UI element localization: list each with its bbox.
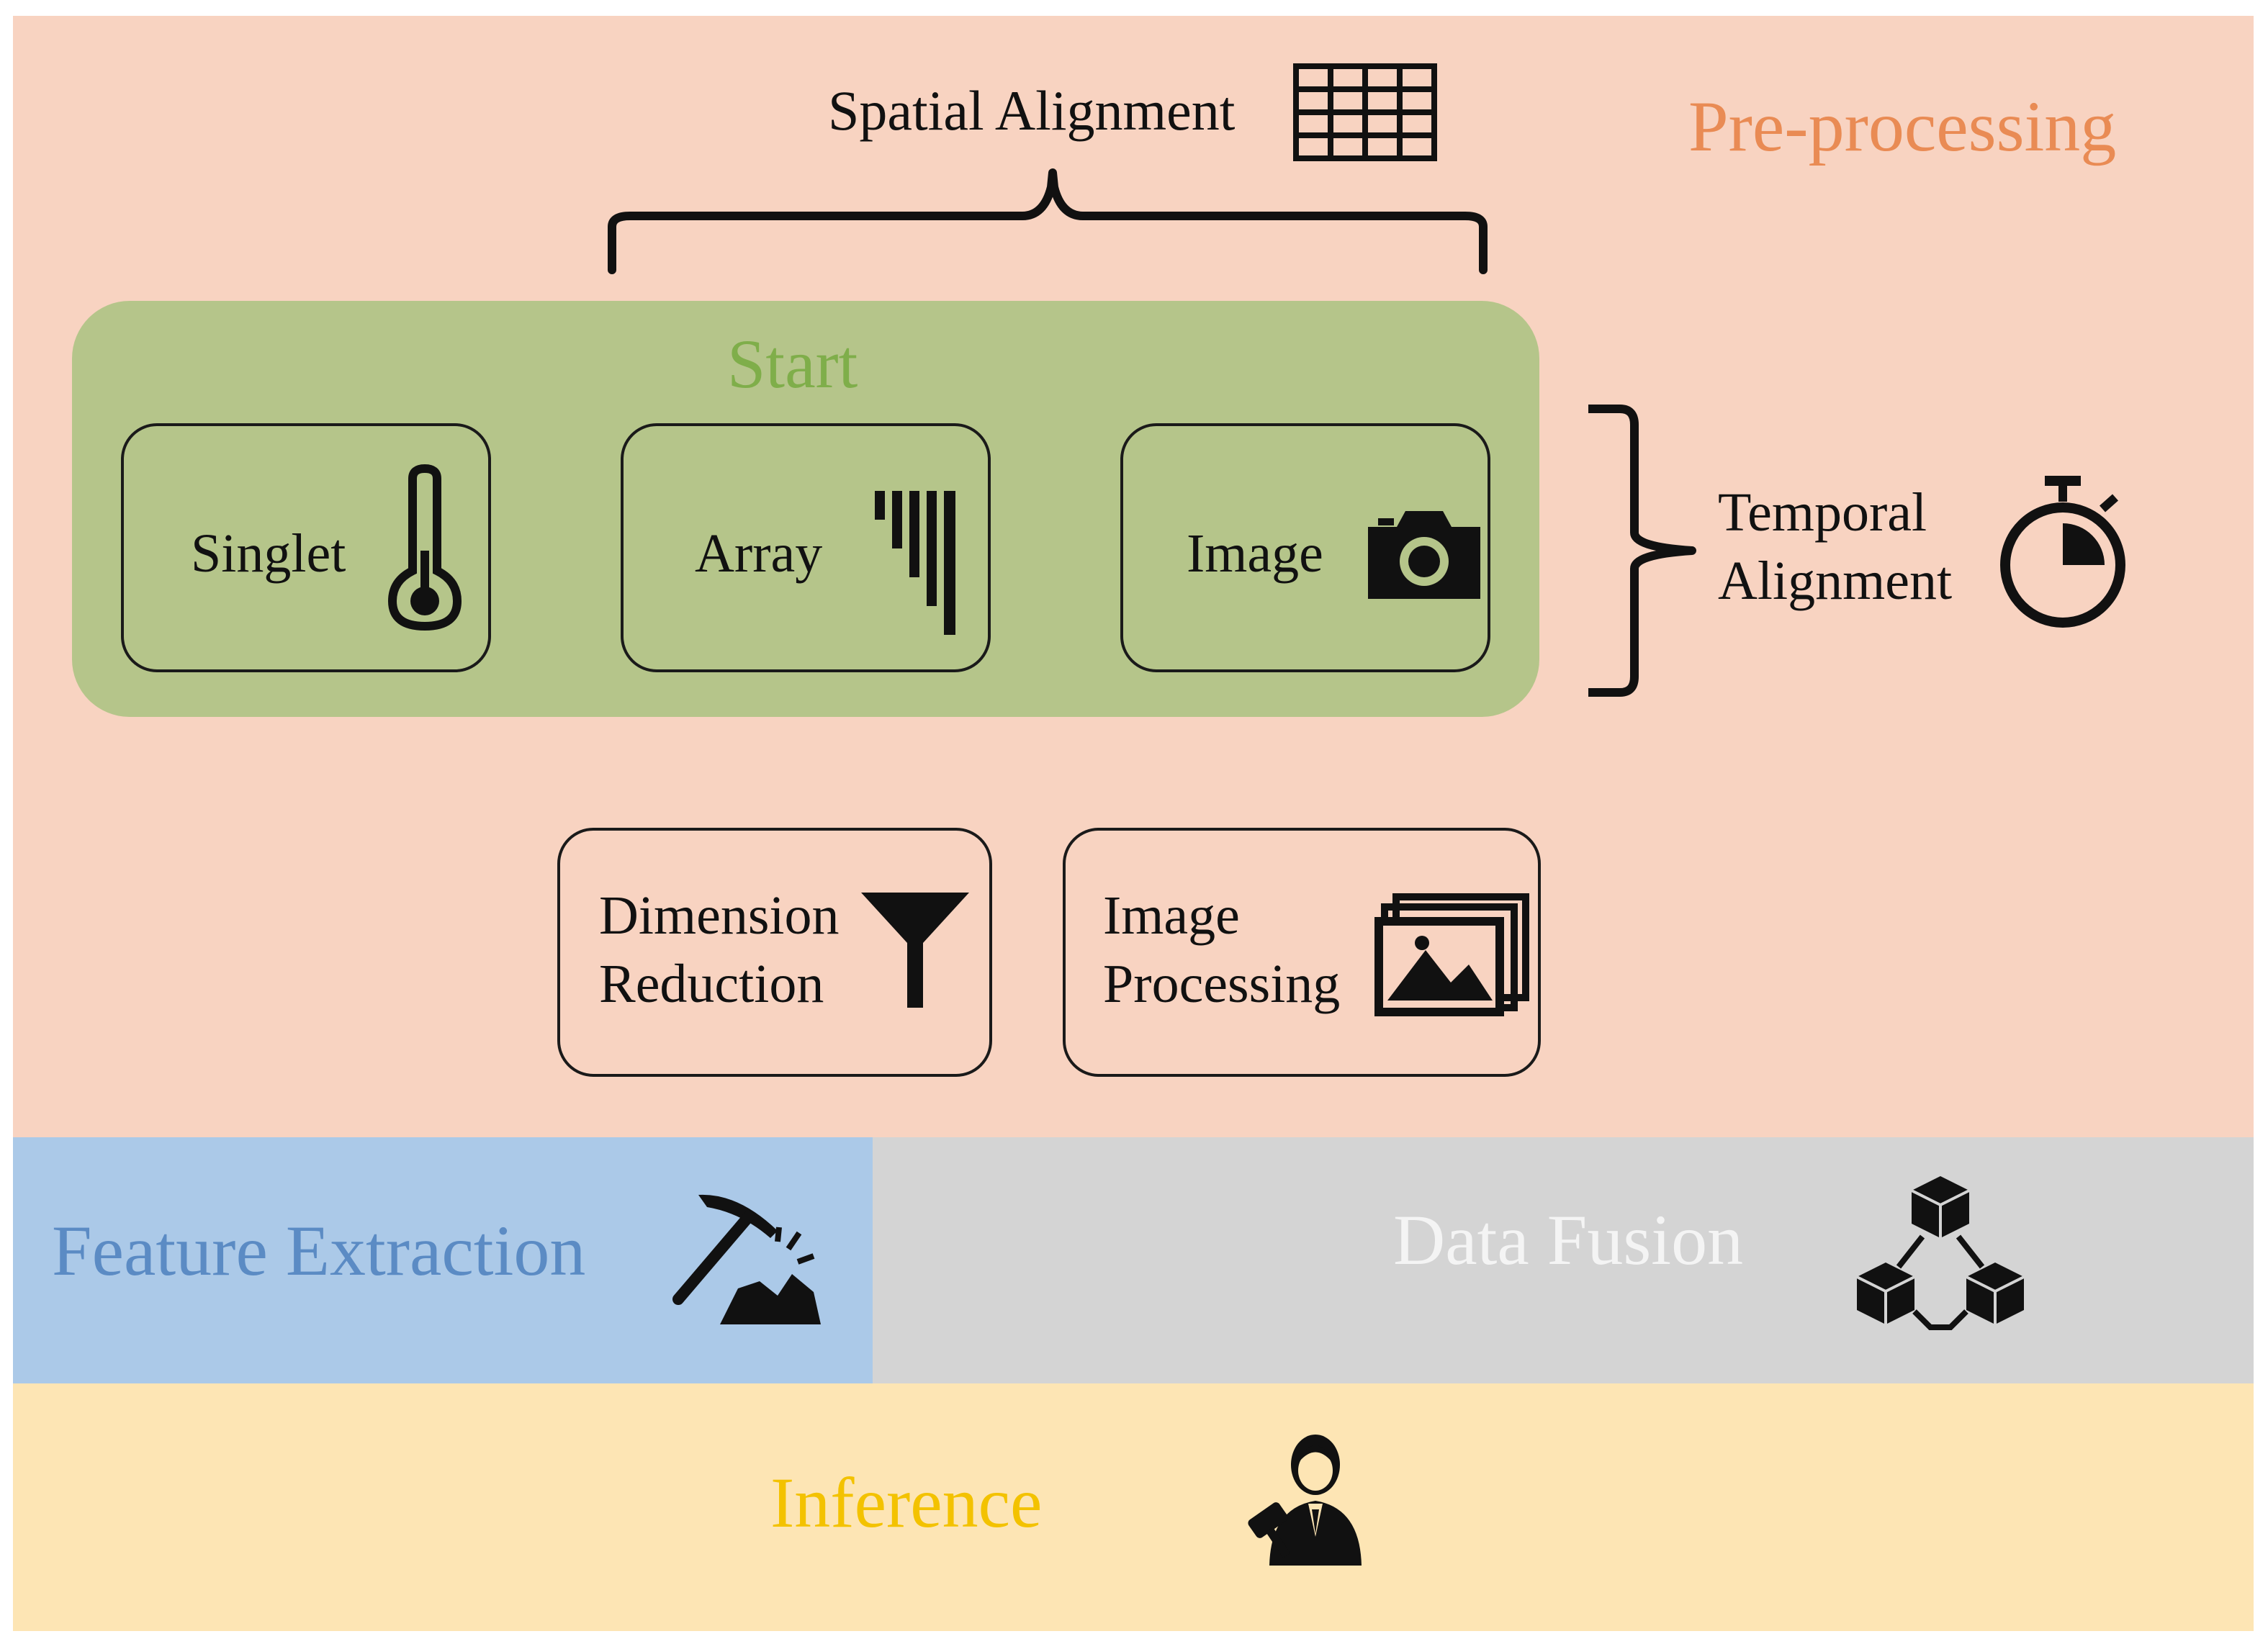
data-fusion-section (873, 1137, 2254, 1383)
dimension-reduction-line2: Reduction (599, 954, 824, 1014)
image-label: Image (1187, 523, 1323, 584)
pickaxe-icon (672, 1194, 821, 1324)
spatial-alignment-label: Spatial Alignment (828, 79, 1236, 142)
image-card (1120, 423, 1490, 672)
spatial-brace (608, 168, 1488, 274)
image-processing-card (1063, 828, 1541, 1077)
image-stack-icon (1374, 893, 1529, 1016)
feature-extraction-section (13, 1137, 873, 1383)
singlet-card (121, 423, 491, 672)
grid-icon (1293, 63, 1437, 161)
stopwatch-icon (2000, 476, 2125, 628)
array-label: Array (695, 523, 823, 584)
singlet-label: Singlet (191, 523, 346, 584)
image-processing-line1: Image (1103, 885, 1240, 946)
start-panel (72, 301, 1539, 717)
inference-title: Inference (770, 1463, 1043, 1543)
connected-cubes-icon (1856, 1176, 2025, 1330)
dimension-reduction-card (557, 828, 992, 1077)
feature-extraction-title: Feature Extraction (52, 1211, 586, 1291)
array-bars-icon (875, 491, 955, 635)
dimension-reduction-line1: Dimension (599, 885, 840, 946)
temporal-alignment-line2: Alignment (1718, 551, 1953, 611)
start-title: Start (727, 325, 858, 402)
funnel-icon (861, 893, 969, 1008)
array-card (621, 423, 991, 672)
camera-icon (1368, 511, 1480, 599)
temporal-brace (1588, 405, 1696, 697)
data-fusion-title: Data Fusion (1393, 1200, 1744, 1280)
judge-person-icon (1248, 1435, 1362, 1566)
thermometer-icon (387, 464, 462, 631)
inference-section (13, 1383, 2254, 1631)
temporal-alignment-line1: Temporal (1718, 482, 1927, 543)
preprocessing-title: Pre-processing (1688, 86, 2117, 166)
image-processing-line2: Processing (1103, 954, 1341, 1014)
